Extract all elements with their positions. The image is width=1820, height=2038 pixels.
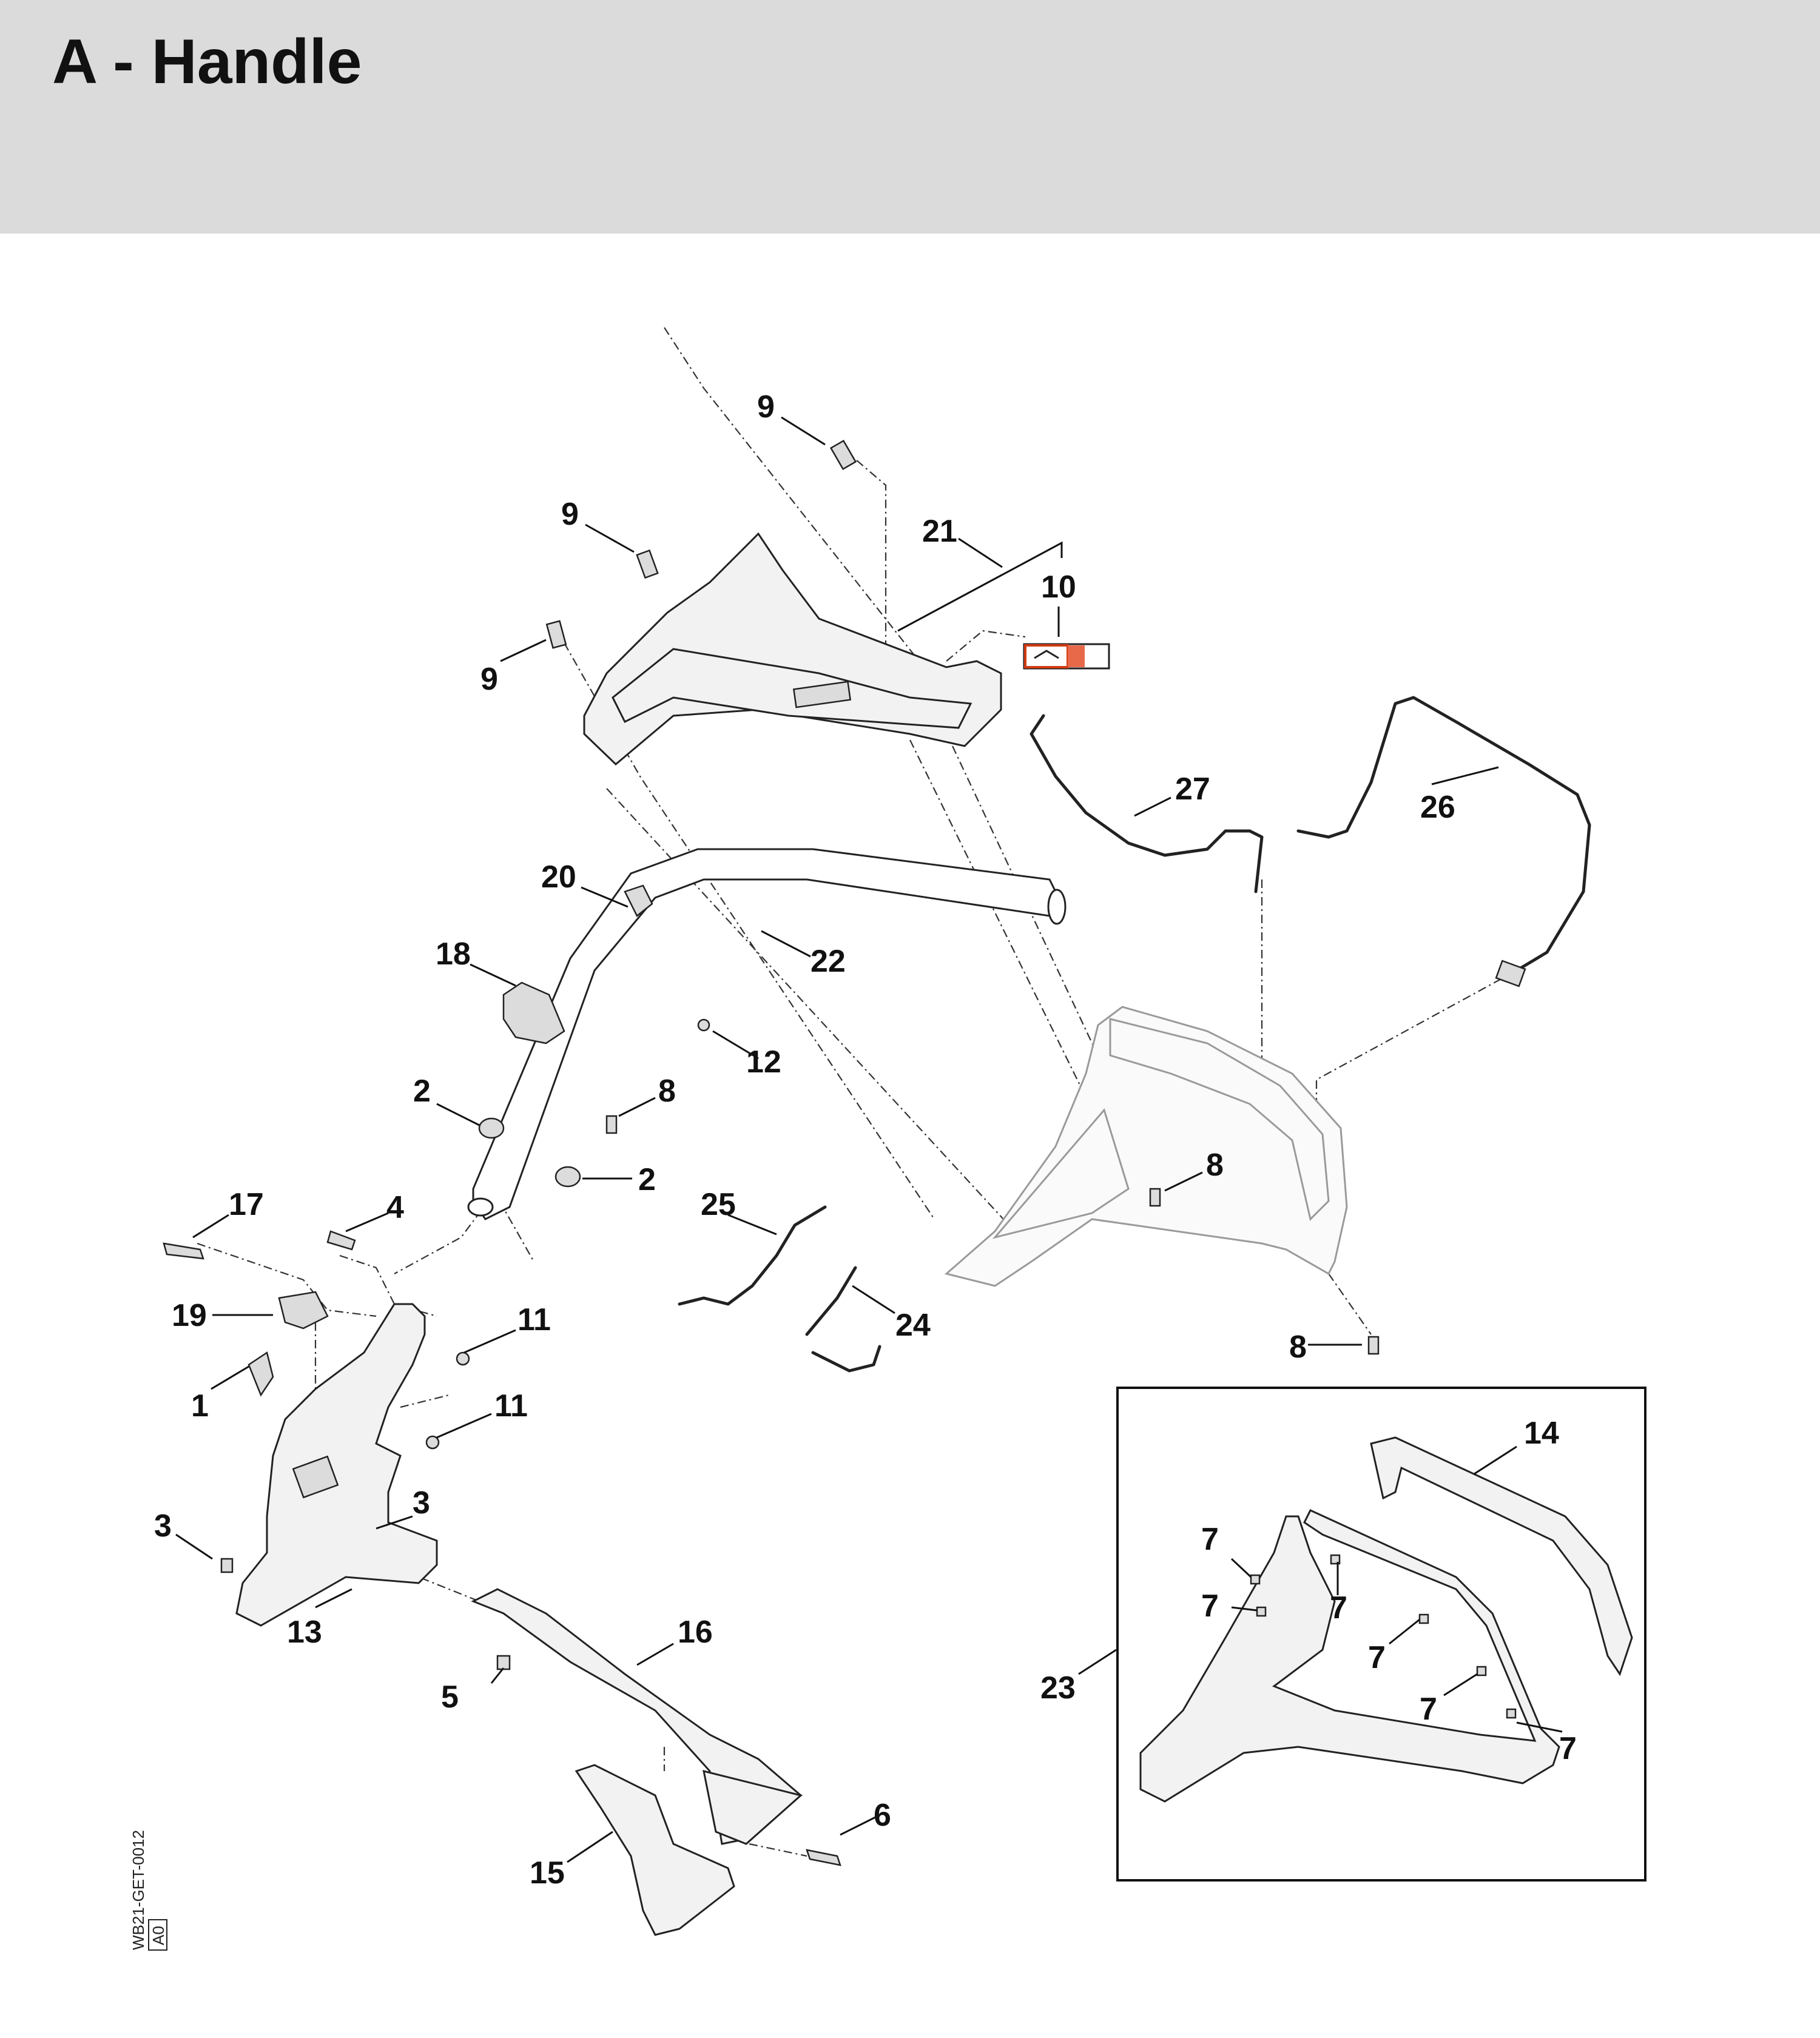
ghost-handle-frame [944,1006,1348,1287]
callout-7: 7 [1201,1589,1219,1624]
callout-12: 12 [746,1044,781,1080]
callout-2: 2 [638,1162,656,1197]
hardware-parts [163,439,1380,1866]
handle-tube-part [467,848,1067,1220]
callout-7: 7 [1368,1640,1386,1675]
inset-frame-assembly [1139,1436,1633,1803]
callout-7: 7 [1420,1692,1437,1727]
left-bracket-part [235,1303,438,1627]
callout-5: 5 [441,1680,459,1715]
drawing-code: WB21-GET-0012 A0 [129,1830,167,1951]
warning-label-part [1023,643,1110,670]
callout-22: 22 [811,944,846,979]
callout-7: 7 [1201,1522,1219,1557]
callout-18: 18 [436,937,471,972]
callout-3: 3 [154,1508,172,1544]
callout-11: 11 [517,1302,551,1337]
callout-17: 17 [229,1187,264,1222]
control-cables [1030,696,1591,987]
callout-27: 27 [1175,772,1210,807]
callout-numbers: 9 9 9 21 10 27 26 20 22 18 12 2 8 2 8 25… [154,389,1577,1891]
callout-21: 21 [922,514,957,549]
callout-14: 14 [1524,1416,1559,1451]
page-title: A - Handle [52,27,362,97]
bottom-bracket-part [575,1764,735,1936]
wiring-harness [678,1205,881,1373]
callout-15: 15 [530,1855,565,1891]
callout-9: 9 [561,497,579,532]
callout-1: 1 [191,1388,209,1424]
callout-24: 24 [895,1308,931,1343]
callout-11: 11 [494,1388,528,1424]
callout-23: 23 [1040,1670,1076,1706]
callout-13: 13 [287,1615,322,1650]
callout-7: 7 [1330,1590,1347,1626]
header-bar: A - Handle [0,0,1820,234]
callout-6: 6 [874,1798,891,1833]
drawing-number: WB21-GET-0012 [129,1830,147,1950]
callout-20: 20 [541,859,576,895]
callout-10: 10 [1041,570,1076,605]
callout-16: 16 [678,1615,713,1650]
top-cover-part [583,532,1002,766]
drawing-revision: A0 [149,1926,167,1945]
callout-2: 2 [413,1074,431,1109]
callout-9: 9 [757,389,775,425]
lower-grip-part [471,1588,803,1845]
callout-19: 19 [172,1298,207,1333]
callout-4: 4 [386,1190,404,1225]
callout-26: 26 [1420,790,1455,825]
callout-8: 8 [1206,1148,1224,1183]
callout-8: 8 [1289,1330,1307,1365]
callout-3: 3 [413,1485,430,1521]
callout-25: 25 [701,1187,736,1222]
callout-8: 8 [658,1074,676,1109]
callout-7: 7 [1559,1731,1577,1766]
leader-lines [175,416,1563,1863]
callout-9: 9 [480,662,498,697]
